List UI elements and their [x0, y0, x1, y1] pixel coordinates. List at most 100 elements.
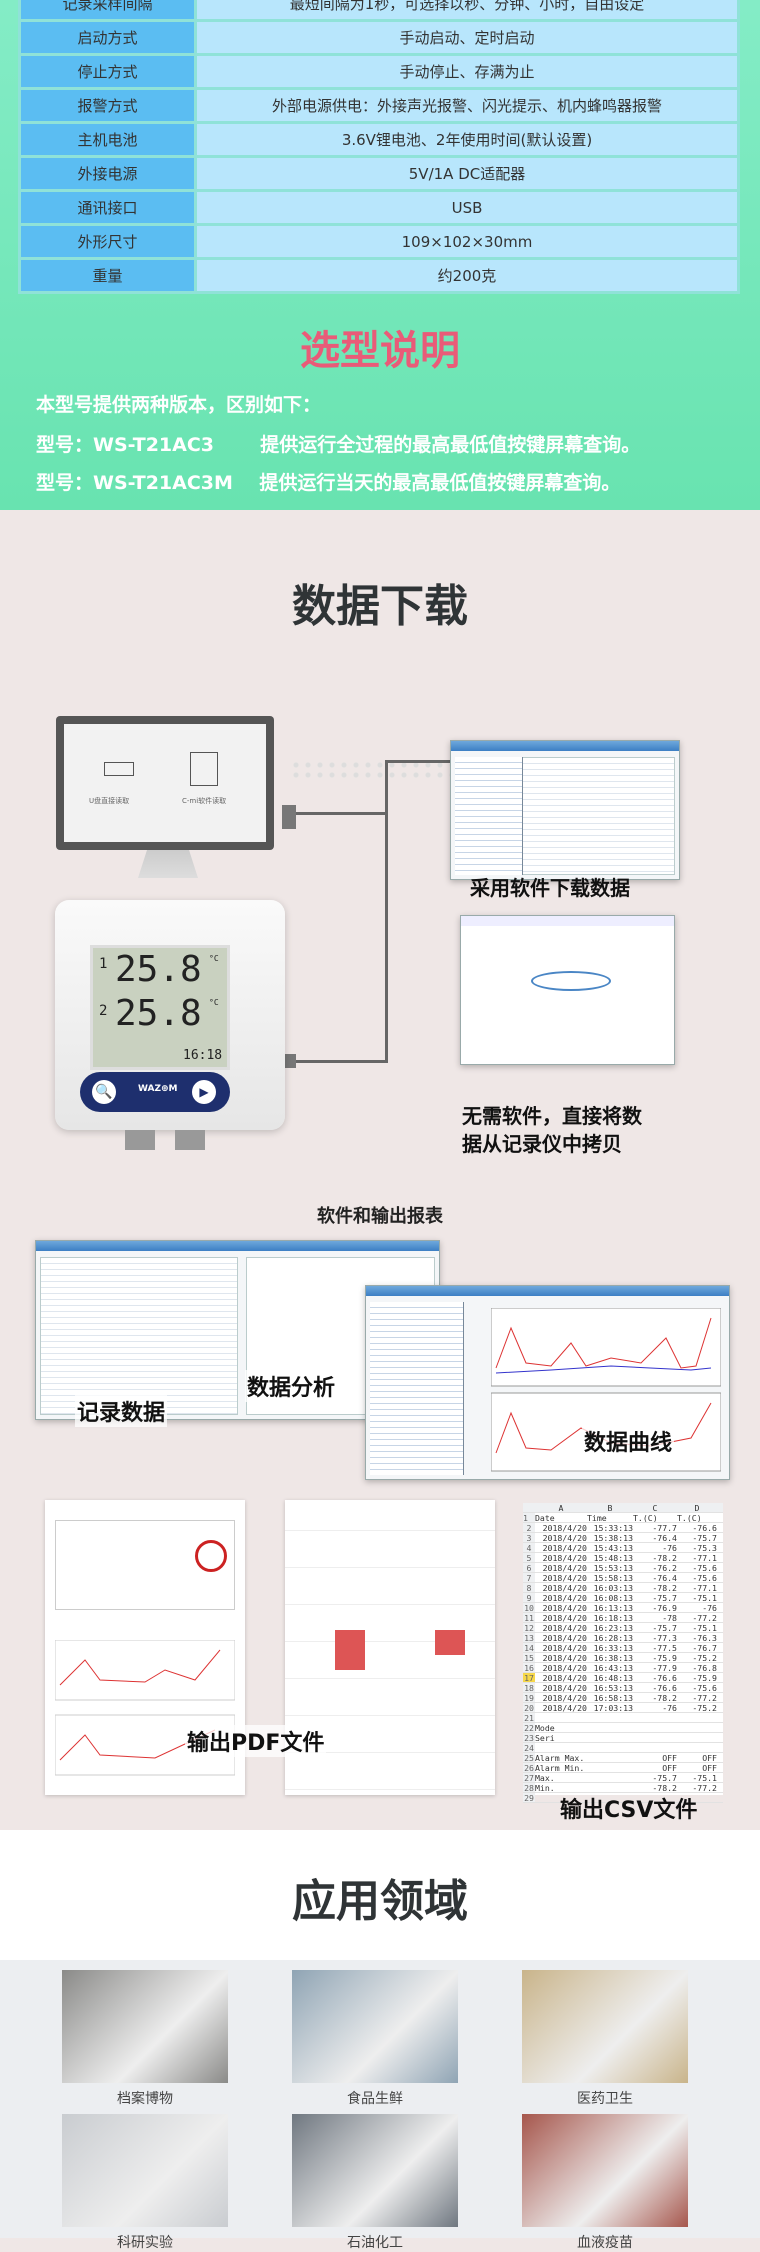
caption-data-curve: 数据曲线 — [582, 1425, 675, 1457]
csv-cell: 19 — [523, 1693, 535, 1702]
csv-column-header: A — [558, 1503, 564, 1512]
csv-cell: 2018/4/20 — [542, 1663, 587, 1672]
csv-cell: 2 — [523, 1523, 535, 1532]
brand-logo: WAZ⊕M — [138, 1084, 178, 1094]
usb-disk-screenshot — [460, 915, 675, 1065]
csv-cell: -76.4 — [652, 1573, 677, 1582]
csv-cell: Time — [587, 1513, 607, 1522]
spec-key: 外形尺寸 — [18, 223, 197, 260]
csv-cell: 2018/4/20 — [542, 1643, 587, 1652]
csv-cell: -77.5 — [652, 1643, 677, 1652]
csv-cell: -76.6 — [652, 1673, 677, 1682]
csv-cell: 7 — [523, 1573, 535, 1582]
csv-cell — [587, 1773, 633, 1782]
search-button[interactable]: 🔍 — [92, 1080, 116, 1104]
csv-cell: -75.7 — [692, 1533, 717, 1542]
spec-key: 通讯接口 — [18, 189, 197, 226]
csv-cell: T.(C) — [677, 1513, 702, 1522]
csv-cell: Alarm Max. — [535, 1753, 585, 1762]
csv-cell: 2018/4/20 — [542, 1593, 587, 1602]
spec-value: 约200克 — [194, 257, 740, 294]
csv-cell — [633, 1713, 677, 1722]
selection-intro: 本型号提供两种版本，区别如下： — [36, 394, 322, 416]
csv-cell: 15:58:13 — [593, 1573, 633, 1582]
spec-key: 外接电源 — [18, 155, 197, 192]
application-photo — [292, 1970, 458, 2083]
csv-cell: -75.3 — [692, 1543, 717, 1552]
csv-cell: -75.2 — [692, 1703, 717, 1712]
csv-cell: OFF — [702, 1753, 717, 1762]
csv-cell: -75.7 — [652, 1623, 677, 1632]
spec-table: 记录采样间隔最短间隔为1秒，可选择以秒、分钟、小时，自由设定启动方式手动启动、定… — [18, 0, 740, 294]
caption-software-download: 采用软件下载数据 — [470, 876, 630, 900]
csv-cell: 16:23:13 — [593, 1623, 633, 1632]
csv-cell: -76.6 — [652, 1683, 677, 1692]
csv-cell: 2018/4/20 — [542, 1563, 587, 1572]
csv-cell: -76.7 — [692, 1643, 717, 1652]
csv-cell: -76.6 — [692, 1523, 717, 1532]
csv-cell: 2018/4/20 — [542, 1553, 587, 1562]
csv-cell: 27 — [523, 1773, 535, 1782]
csv-cell: 2018/4/20 — [542, 1583, 587, 1592]
csv-cell: 17 — [523, 1673, 535, 1682]
csv-cell: -75.6 — [692, 1573, 717, 1582]
spec-value: USB — [194, 189, 740, 226]
csv-cell: 12 — [523, 1623, 535, 1632]
lcd-unit: °C — [209, 954, 219, 963]
spec-key: 停止方式 — [18, 53, 197, 90]
csv-cell: 16:28:13 — [593, 1633, 633, 1642]
csv-cell — [633, 1733, 677, 1742]
csv-cell: Seri — [535, 1733, 555, 1742]
temperature-logger: 1 25.8 °C 2 25.8 °C 16:18 🔍 WAZ⊕M ▶ — [55, 900, 285, 1130]
application-label: 档案博物 — [117, 2091, 173, 2107]
csv-cell: 16:58:13 — [593, 1693, 633, 1702]
csv-cell: 16:33:13 — [593, 1643, 633, 1652]
spec-value: 外部电源供电：外接声光报警、闪光提示、机内蜂鸣器报警 — [194, 87, 740, 124]
csv-cell — [633, 1723, 677, 1732]
csv-cell: 15:38:13 — [593, 1533, 633, 1542]
csv-cell: 16:38:13 — [593, 1653, 633, 1662]
csv-cell — [633, 1743, 677, 1752]
spec-value: 3.6V锂电池、2年使用时间(默认设置) — [194, 121, 740, 158]
application-photo — [62, 2114, 228, 2227]
csv-cell — [535, 1713, 587, 1722]
csv-cell: -75.9 — [652, 1653, 677, 1662]
csv-cell: -75.6 — [692, 1683, 717, 1692]
csv-cell: 2018/4/20 — [542, 1603, 587, 1612]
application-photo — [522, 2114, 688, 2227]
monitor-stand — [138, 850, 198, 878]
csv-cell: 11 — [523, 1613, 535, 1622]
play-button[interactable]: ▶ — [192, 1080, 216, 1104]
csv-cell: -76 — [662, 1543, 677, 1552]
csv-cell: -75.1 — [692, 1773, 717, 1782]
lcd-time: 16:18 — [183, 1048, 223, 1063]
csv-column-header: D — [694, 1503, 700, 1512]
csv-cell: 15:33:13 — [593, 1523, 633, 1532]
csv-cell: 6 — [523, 1563, 535, 1572]
csv-cell: 2018/4/20 — [542, 1613, 587, 1622]
csv-cell: -77.2 — [692, 1693, 717, 1702]
csv-cell: 18 — [523, 1683, 535, 1692]
csv-row: 21 — [523, 1713, 723, 1723]
csv-cell: 15 — [523, 1653, 535, 1662]
lcd-channel-1: 1 — [99, 956, 108, 972]
csv-cell: 22 — [523, 1723, 535, 1732]
csv-cell — [587, 1723, 633, 1732]
csv-cell: 5 — [523, 1553, 535, 1562]
lcd-reading-1: 25.8 — [115, 949, 202, 990]
csv-cell: OFF — [662, 1753, 677, 1762]
csv-cell: 23 — [523, 1733, 535, 1742]
